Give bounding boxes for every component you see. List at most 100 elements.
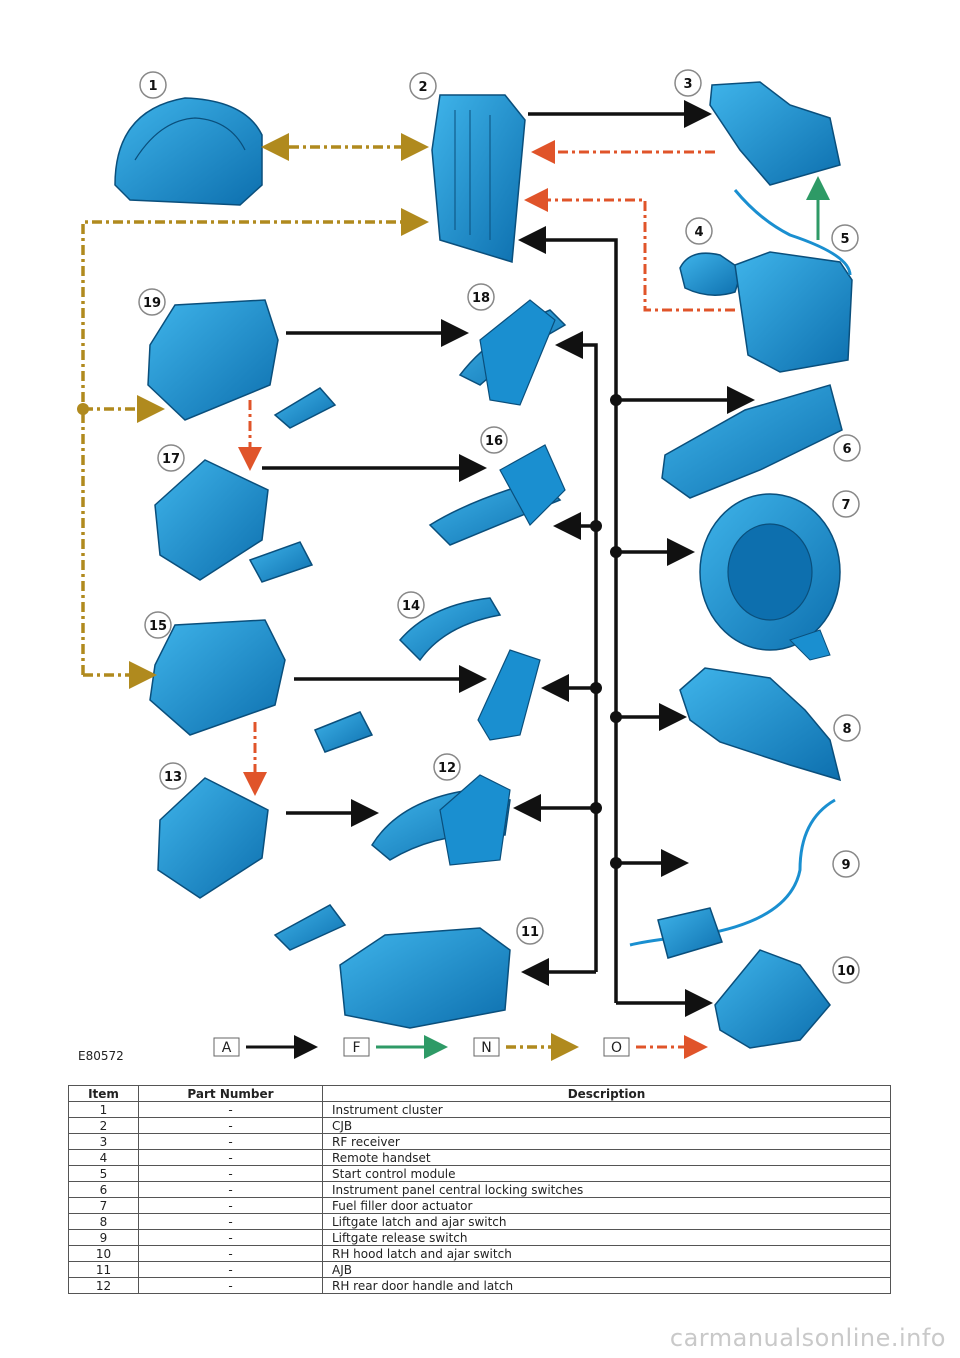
svg-text:3: 3 [683,77,692,92]
cell-item: 9 [68,1229,139,1246]
svg-text:1: 1 [148,79,157,94]
locking-system-diagram: 1 2 3 4 5 6 7 8 9 10 11 12 13 14 15 16 1… [77,69,861,1063]
svg-text:7: 7 [841,498,850,513]
figure-ref: E80572 [78,1049,124,1063]
callout-14: 14 [397,591,425,619]
cell-part-number: - [138,1117,323,1134]
table-row: 8-Liftgate latch and ajar switch [68,1213,891,1230]
door-handle-18-part [273,299,567,429]
legend-a: A [213,1035,318,1059]
rf-receiver-part [709,81,841,186]
fuel-filler-actuator-part [699,493,841,661]
cell-item: 11 [68,1261,139,1278]
cell-description: RH rear door handle and latch [322,1277,891,1294]
cell-item: 6 [68,1181,139,1198]
start-control-module-part [733,189,853,373]
svg-text:5: 5 [840,232,849,247]
callout-19: 19 [138,288,166,316]
hood-latch-part [714,949,831,1049]
svg-text:4: 4 [694,225,703,240]
callout-4: 4 [685,217,713,245]
cell-item: 12 [68,1277,139,1294]
callout-16: 16 [480,426,508,454]
cell-item: 5 [68,1165,139,1182]
liftgate-latch-part [679,667,842,782]
cell-item: 2 [68,1117,139,1134]
svg-text:18: 18 [472,291,490,306]
svg-text:2: 2 [418,80,427,95]
door-module-19-part [147,299,279,421]
svg-text:A: A [222,1040,232,1056]
callout-1: 1 [139,71,167,99]
cell-part-number: - [138,1165,323,1182]
cell-part-number: - [138,1149,323,1166]
svg-text:16: 16 [485,434,503,449]
callout-6: 6 [833,434,861,462]
table-row: 11-AJB [68,1261,891,1278]
cell-part-number: - [138,1101,323,1118]
cell-part-number: - [138,1213,323,1230]
a-type-connections [262,100,755,1017]
callout-11: 11 [516,917,544,945]
callout-15: 15 [144,611,172,639]
door-handle-14-part [313,597,541,753]
callout-3: 3 [674,69,702,97]
svg-text:10: 10 [837,964,855,979]
callout-12: 12 [433,753,461,781]
parts-table: Item Part Number Description 1-Instrumen… [68,1085,891,1294]
cell-part-number: - [138,1197,323,1214]
liftgate-release-switch-part [629,798,836,959]
instrument-cluster-part [114,97,263,206]
cell-item: 4 [68,1149,139,1166]
table-row: 10-RH hood latch and ajar switch [68,1245,891,1262]
callout-9: 9 [832,850,860,878]
cell-description: Instrument cluster [322,1101,891,1118]
legend-f: F [343,1035,448,1059]
cell-part-number: - [138,1261,323,1278]
cell-description: Fuel filler door actuator [322,1197,891,1214]
callout-10: 10 [832,956,860,984]
table-row: 6-Instrument panel central locking switc… [68,1181,891,1198]
legend-o: O [603,1035,708,1059]
cell-description: Instrument panel central locking switche… [322,1181,891,1198]
cell-part-number: - [138,1277,323,1294]
cell-part-number: - [138,1133,323,1150]
cell-part-number: - [138,1245,323,1262]
cell-description: RH hood latch and ajar switch [322,1245,891,1262]
table-row: 12-RH rear door handle and latch [68,1277,891,1294]
header-item: Item [68,1085,139,1102]
callout-13: 13 [159,762,187,790]
door-module-13-part [157,777,269,899]
callout-5: 5 [831,224,859,252]
cell-part-number: - [138,1181,323,1198]
svg-text:8: 8 [842,722,851,737]
table-row: 1-Instrument cluster [68,1101,891,1118]
o-type-connections [238,140,735,796]
cjb-part [431,94,526,263]
table-row: 4-Remote handset [68,1149,891,1166]
cell-description: Liftgate release switch [322,1229,891,1246]
svg-text:11: 11 [521,925,539,940]
cell-description: Remote handset [322,1149,891,1166]
svg-text:15: 15 [149,619,167,634]
cell-item: 10 [68,1245,139,1262]
cell-item: 3 [68,1133,139,1150]
header-description: Description [322,1085,891,1102]
n-junction-dot [77,403,89,415]
svg-text:O: O [611,1040,622,1056]
callout-7: 7 [832,490,860,518]
door-module-15-part [149,619,286,736]
svg-text:13: 13 [164,770,182,785]
table-header-row: Item Part Number Description [68,1085,891,1102]
cell-item: 7 [68,1197,139,1214]
cell-description: AJB [322,1261,891,1278]
svg-text:12: 12 [438,761,456,776]
legend-n: N [473,1033,579,1061]
table-row: 9-Liftgate release switch [68,1229,891,1246]
cell-item: 8 [68,1213,139,1230]
callout-8: 8 [833,714,861,742]
table-row: 3-RF receiver [68,1133,891,1150]
cell-description: CJB [322,1117,891,1134]
door-module-17-part [154,459,269,581]
